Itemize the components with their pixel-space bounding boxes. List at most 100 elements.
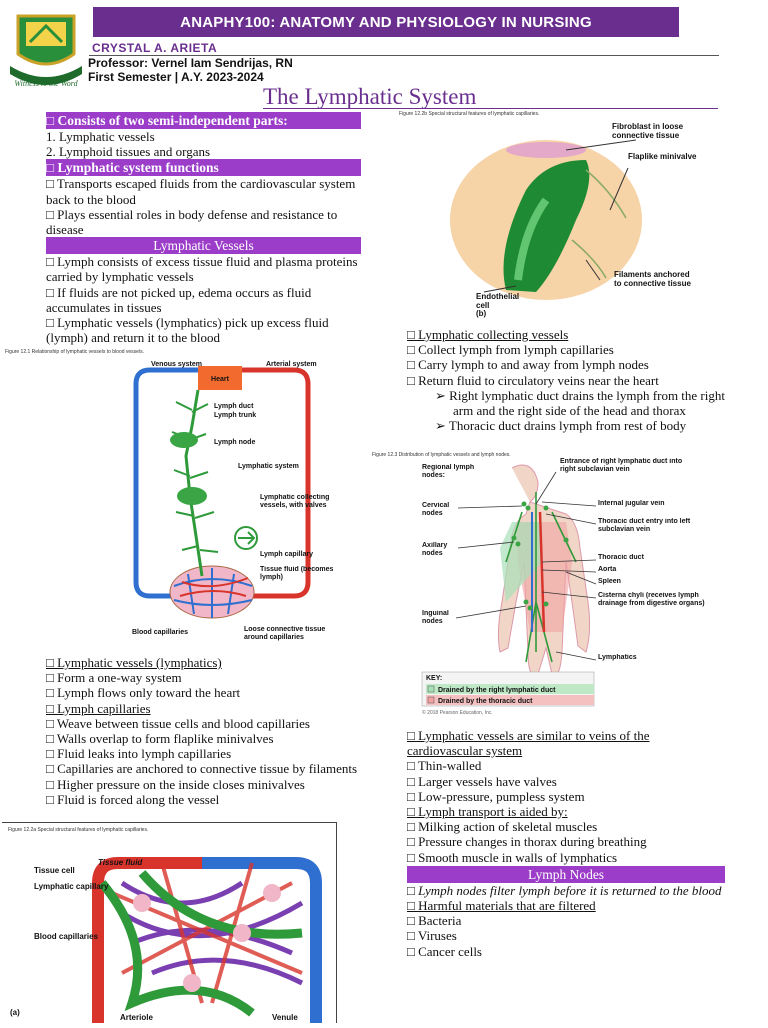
aorta-label: Aorta	[598, 566, 617, 573]
list-item: □ Low-pressure, pumpless system	[407, 788, 585, 804]
tissue-fluid-label: Tissue fluid (becomes lymph)	[260, 566, 334, 581]
lymph-node-label: Lymph node	[214, 439, 255, 446]
university-logo: Witness to the Word	[4, 8, 88, 92]
copyright: © 2018 Pearson Education, Inc.	[422, 709, 493, 716]
inguinal-label: Inguinal nodes	[422, 610, 449, 625]
course-banner: ANAPHY100: ANATOMY AND PHYSIOLOGY IN NUR…	[93, 7, 679, 37]
blood-capillaries-label: Blood capillaries	[132, 629, 188, 636]
axillary-label: Axillary nodes	[422, 542, 448, 557]
endothelial-label: Endothelial cell	[476, 292, 520, 310]
venous-label: Venous system	[151, 361, 202, 368]
loose-tissue-label: Loose connective tissue around capillari…	[244, 626, 326, 641]
thoracic-duct-label: Thoracic duct	[598, 554, 644, 561]
heart-label: Heart	[211, 376, 230, 383]
list-item: □ Form a one-way system	[46, 670, 182, 686]
section-heading-transport: □ Lymph transport is aided by:	[407, 804, 568, 820]
key-thoracic-duct: Drained by the thoracic duct	[438, 698, 533, 705]
section-heading-filtered: □ Harmful materials that are filtered	[407, 898, 596, 914]
key-title: KEY:	[426, 675, 442, 682]
list-item: 2. Lymphoid tissues and organs	[46, 144, 211, 160]
filaments-label: Filaments anchored to connective tissue	[614, 270, 691, 288]
section-bar-lymph-nodes: Lymph Nodes	[407, 865, 725, 883]
arterial-label: Arterial system	[266, 361, 317, 368]
list-item: 1. Lymphatic vessels	[46, 129, 155, 144]
student-name: CRYSTAL A. ARIETA	[92, 41, 218, 55]
list-item: □ Viruses	[407, 928, 457, 944]
lymph-capillary-label: Lymph capillary	[260, 551, 313, 558]
panel-b-label: (b)	[476, 309, 487, 318]
list-item: □ Thin-walled	[407, 758, 482, 774]
list-item: □ Pressure changes in thorax during brea…	[407, 834, 647, 850]
right-duct-entrance-label: Entrance of right lymphatic duct into ri…	[560, 458, 683, 473]
list-item: □ Walls overlap to form flaplike minival…	[46, 731, 274, 747]
tissue-fluid-label: Tissue fluid	[98, 858, 143, 867]
right-column-top: □ Lymphatic collecting vessels □ Collect…	[407, 327, 727, 433]
list-item: □ Lymph flows only toward the heart	[46, 685, 241, 701]
arteriole-label: Arteriole	[120, 1013, 153, 1022]
list-item: □ Cancer cells	[407, 943, 482, 959]
logo-motto: Witness to the Word	[14, 79, 78, 88]
key-right-duct: Drained by the right lymphatic duct	[438, 687, 556, 694]
section-bar-parts: □ Consists of two semi-independent parts…	[46, 112, 361, 129]
list-item: □ If fluids are not picked up, edema occ…	[46, 284, 312, 315]
cervical-label: Cervical nodes	[422, 502, 450, 517]
list-item: □ Carry lymph to and away from lymph nod…	[407, 357, 649, 373]
list-item: □ Plays essential roles in body defense …	[46, 206, 338, 238]
list-item: □ Higher pressure on the inside closes m…	[46, 776, 305, 792]
spleen-label: Spleen	[598, 578, 621, 585]
sub-item: ➢ Thoracic duct drains lymph from rest o…	[435, 418, 687, 434]
regional-nodes-label: Regional lymph nodes:	[422, 464, 475, 479]
lymphatic-system-label: Lymphatic system	[238, 463, 299, 470]
fibroblast-label: Fibroblast in loose connective tissue	[612, 122, 684, 140]
title-underline	[263, 108, 718, 109]
thoracic-entry-label: Thoracic duct entry into left subclavian…	[598, 518, 691, 533]
page-title: The Lymphatic System	[263, 84, 477, 109]
section-heading-lymphatics: □ Lymphatic vessels (lymphatics)	[46, 655, 222, 670]
figure-12-3: Figure 12.3 Distribution of lymphatic ve…	[366, 452, 726, 716]
list-item: □ Weave between tissue cells and blood c…	[46, 715, 310, 731]
section-bar-vessels: Lymphatic Vessels	[46, 237, 361, 255]
section-heading-capillaries: □ Lymph capillaries	[46, 700, 151, 716]
cisterna-label: Cisterna chyli (receives lymph drainage …	[598, 592, 705, 607]
list-item: □ Milking action of skeletal muscles	[407, 819, 598, 835]
list-item: □ Collect lymph from lymph capillaries	[407, 342, 614, 358]
figure-12-1: Figure 12.1 Relationship of lymphatic ve…	[2, 346, 342, 656]
lymph-duct-label: Lymph duct	[214, 403, 254, 410]
list-item: □ Lymphatic vessels (lymphatics) pick up…	[46, 315, 329, 346]
figure-12-2a: Figure 12.2a Special structural features…	[2, 822, 337, 1023]
figure-caption: Figure 12.2b Special structural features…	[399, 111, 540, 117]
section-heading-collecting: □ Lymphatic collecting vessels	[407, 327, 569, 342]
semester-line: First Semester | A.Y. 2023-2024	[88, 70, 264, 84]
figure-12-2b: Figure 12.2b Special structural features…	[396, 110, 726, 322]
venule-label: Venule	[272, 1013, 298, 1022]
section-bar-functions: □ Lymphatic system functions	[46, 159, 361, 177]
header-divider	[89, 55, 719, 56]
lymph-trunk-label: Lymph trunk	[214, 412, 256, 419]
list-item: □ Smooth muscle in walls of lymphatics	[407, 849, 618, 865]
list-item: □ Fluid is forced along the vessel	[46, 791, 220, 807]
list-item: □ Return fluid to circulatory veins near…	[407, 372, 659, 388]
lymphatics-label: Lymphatics	[598, 654, 637, 661]
list-item: □ Transports escaped fluids from the car…	[46, 176, 356, 207]
sub-item: ➢ Right lymphatic duct drains the lymph …	[435, 387, 725, 419]
list-item: □ Lymph consists of excess tissue fluid …	[46, 254, 358, 285]
list-item: □ Bacteria	[407, 913, 462, 929]
list-item: □ Fluid leaks into lymph capillaries	[46, 746, 232, 762]
tissue-cell-label: Tissue cell	[34, 866, 75, 875]
jugular-label: Internal jugular vein	[598, 500, 665, 507]
professor-line: Professor: Vernel Iam Sendrijas, RN	[88, 56, 293, 70]
section-heading-similar-veins: □ Lymphatic vessels are similar to veins…	[407, 728, 650, 759]
figure-caption: Figure 12.1 Relationship of lymphatic ve…	[5, 349, 144, 355]
right-column-bottom: □ Lymphatic vessels are similar to veins…	[407, 728, 725, 959]
blood-capillaries-label: Blood capillaries	[34, 932, 99, 941]
figure-caption: Figure 12.3 Distribution of lymphatic ve…	[372, 452, 511, 458]
panel-a-label: (a)	[10, 1008, 20, 1017]
collecting-vessels-label: Lymphatic collecting vessels, with valve…	[260, 494, 330, 509]
lymphatic-capillary-label: Lymphatic capillary	[34, 882, 109, 891]
list-item: □ Lymph nodes filter lymph before it is …	[407, 882, 722, 898]
left-column-top: □ Consists of two semi-independent parts…	[46, 112, 361, 345]
figure-caption: Figure 12.2a Special structural features…	[8, 827, 149, 833]
minivalve-label: Flaplike minivalve	[628, 152, 697, 161]
list-item: □ Capillaries are anchored to connective…	[46, 761, 358, 777]
left-column-bottom: □ Lymphatic vessels (lymphatics) □ Form …	[46, 655, 361, 807]
